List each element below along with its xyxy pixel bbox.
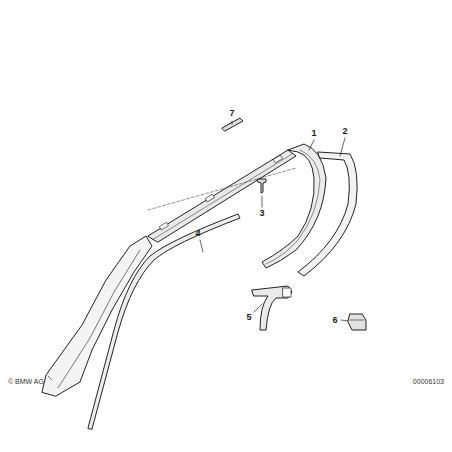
window-seal-strip (298, 152, 357, 276)
screw (258, 179, 266, 193)
clip-strip (222, 118, 243, 131)
callout-number: 3 (259, 209, 264, 218)
pillar-trim (42, 236, 152, 396)
window-frame-trim (262, 144, 326, 268)
callout-number: 4 (195, 229, 200, 238)
callout-number: 6 (332, 316, 337, 325)
end-cap (348, 314, 366, 330)
callout-number: 1 (311, 129, 316, 138)
callout-number: 5 (246, 313, 251, 322)
drip-molding (88, 214, 240, 429)
diagram-note: © BMW AG (8, 378, 44, 385)
bracket-clip (252, 286, 292, 330)
roof-rail (148, 150, 296, 242)
callout-number: 7 (229, 109, 234, 118)
diagram-note: 00006103 (413, 378, 444, 385)
callout-number: 2 (342, 127, 347, 136)
